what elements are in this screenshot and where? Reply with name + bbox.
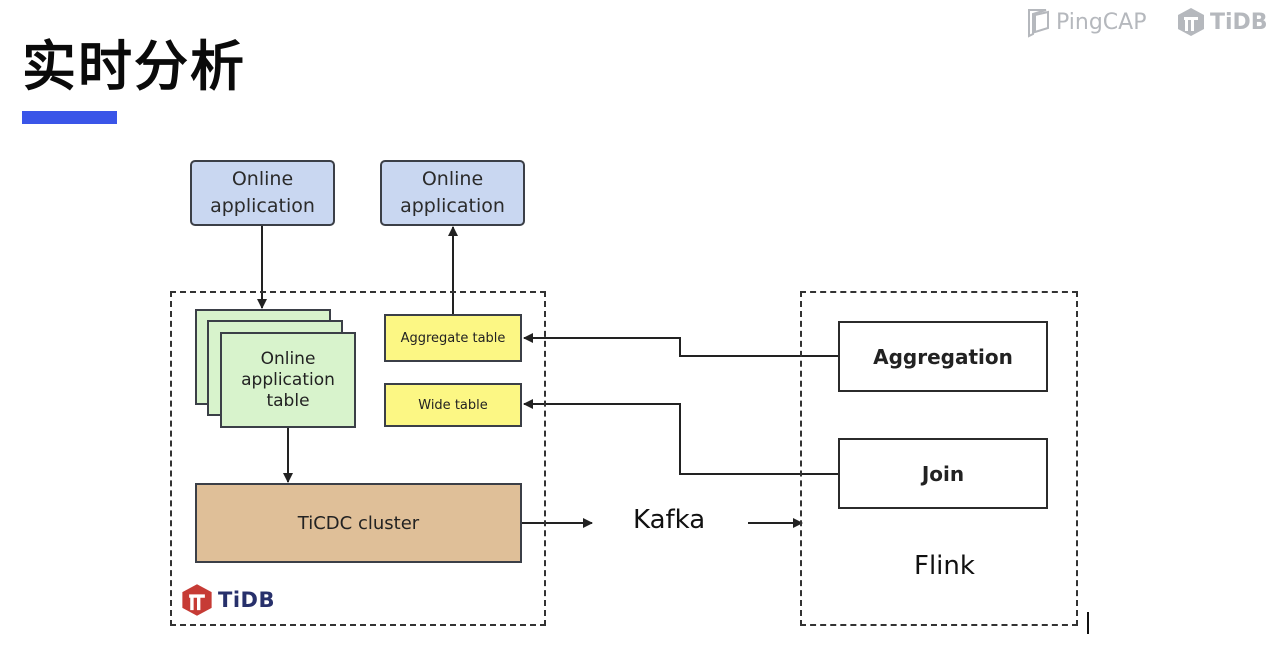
online-application-table-box: Online application table [220, 332, 356, 428]
tidb-logo-icon [182, 584, 212, 616]
tidb-brand: TiDB [1176, 6, 1268, 38]
flink-label: Flink [914, 551, 975, 581]
online-application-table-label: Online application table [241, 348, 335, 411]
tidb-logo: TiDB [180, 582, 275, 618]
pingcap-logo-icon [1028, 9, 1049, 38]
arrow-join-to-wide-table [523, 399, 838, 475]
online-application-box-right: Online application [380, 160, 525, 226]
join-box: Join [838, 438, 1048, 509]
online-application-label: Online application [400, 168, 505, 217]
pingcap-brand-text: PingCAP [1056, 9, 1147, 35]
text-cursor [1087, 612, 1089, 634]
tidb-logo-text: TiDB [218, 588, 275, 612]
title-underline [22, 111, 117, 124]
kafka-label: Kafka [633, 505, 706, 535]
ticdc-cluster-box: TiCDC cluster [195, 483, 522, 563]
aggregate-table-label: Aggregate table [400, 330, 506, 346]
arrow-aggregation-to-aggregate-table [523, 333, 838, 357]
tidb-brand-text: TiDB [1210, 9, 1268, 35]
join-label: Join [921, 461, 965, 486]
tidb-hexagon-icon [1178, 8, 1204, 36]
ticdc-cluster-label: TiCDC cluster [297, 512, 420, 534]
online-application-label: Online application [210, 168, 315, 217]
tidb-cluster-boundary [170, 291, 546, 626]
page-title: 实时分析 [22, 35, 246, 98]
wide-table-label: Wide table [418, 397, 488, 413]
aggregate-table-box: Aggregate table [384, 314, 522, 362]
pingcap-brand: PingCAP [1026, 6, 1146, 38]
online-application-box-left: Online application [190, 160, 335, 226]
wide-table-box: Wide table [384, 383, 522, 427]
flink-boundary [800, 291, 1078, 626]
aggregation-box: Aggregation [838, 321, 1048, 392]
aggregation-label: Aggregation [873, 344, 1013, 369]
